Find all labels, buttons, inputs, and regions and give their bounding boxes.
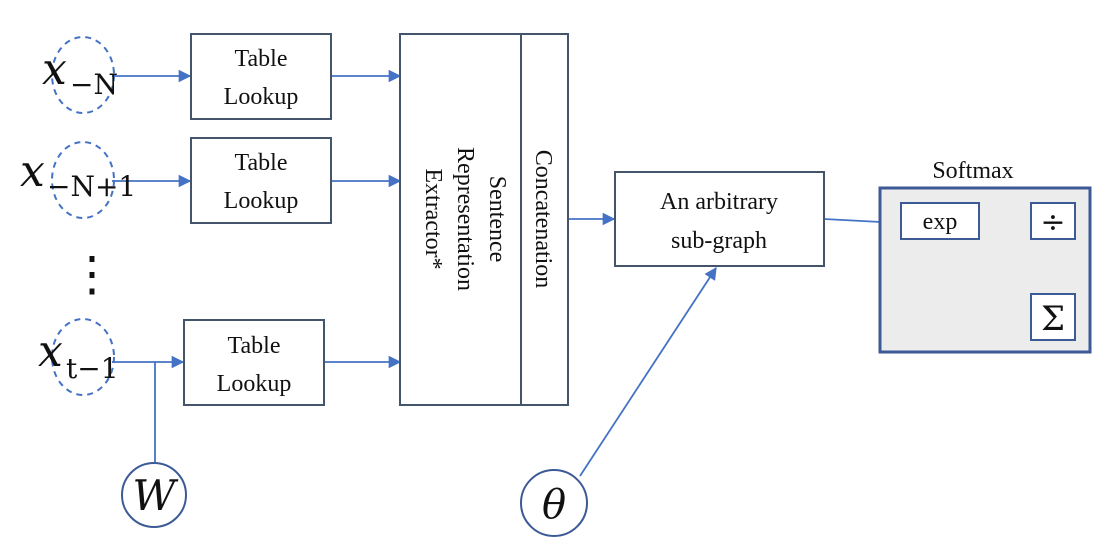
divide-box — [1030, 202, 1076, 240]
softmax-title: Softmax — [932, 158, 1013, 184]
var-base: x — [20, 146, 45, 197]
dashed-circle — [51, 36, 115, 114]
sentence-representation-extractor: Sentence Representation Extractor* — [399, 33, 522, 406]
lookup-box — [190, 33, 332, 120]
concatenation-label: Concatenation — [530, 150, 556, 289]
var-subscript: −N+1 — [47, 170, 136, 203]
edge-theta-to-subgraph — [579, 266, 717, 477]
input-x-t-minus-1: x t−1 — [38, 318, 119, 396]
dashed-circle — [51, 318, 115, 396]
table-lookup-2: Table Lookup — [190, 137, 332, 224]
var-subscript: t−1 — [66, 352, 119, 385]
param-w-label: W — [132, 471, 179, 520]
dashed-circle — [51, 141, 115, 219]
lookup-line1: Table — [228, 333, 281, 359]
param-theta: θ — [520, 469, 588, 537]
param-w: W — [121, 462, 187, 528]
ellipsis-vertical: ⋮ — [68, 246, 116, 302]
extractor-line3: Extractor* — [420, 168, 446, 269]
extractor-line1: Sentence — [484, 176, 510, 263]
lookup-line2: Lookup — [224, 84, 299, 110]
var-base: x — [42, 44, 67, 95]
lookup-line1: Table — [235, 150, 288, 176]
sum-icon: Σ — [1041, 299, 1065, 339]
lookup-line1: Table — [235, 46, 288, 72]
extractor-line2: Representation — [452, 147, 478, 291]
subgraph-box — [614, 171, 825, 267]
var-base: x — [38, 326, 63, 377]
exp-box — [900, 202, 980, 240]
param-circle — [520, 469, 588, 537]
subgraph-line1: An arbitrary — [660, 189, 778, 215]
param-theta-label: θ — [542, 482, 566, 528]
table-lookup-3: Table Lookup — [183, 319, 325, 406]
input-x-neg-n: x −N — [42, 36, 118, 114]
concatenation-block: Concatenation — [520, 33, 569, 406]
var-subscript: −N — [70, 68, 118, 101]
lookup-line2: Lookup — [217, 371, 292, 397]
exp-label: exp — [923, 209, 958, 235]
lookup-box — [183, 319, 325, 406]
lookup-line2: Lookup — [224, 188, 299, 214]
divide-icon: ÷ — [1040, 205, 1065, 240]
table-lookup-1: Table Lookup — [190, 33, 332, 120]
param-circle — [121, 462, 187, 528]
sum-box — [1030, 293, 1076, 341]
softmax-block: Softmax exp ÷ Σ — [878, 158, 1092, 354]
subgraph-line2: sub-graph — [671, 228, 767, 254]
concatenation-box — [520, 33, 569, 406]
lookup-box — [190, 137, 332, 224]
input-x-neg-n-plus-1: x −N+1 — [20, 141, 136, 219]
arbitrary-subgraph: An arbitrary sub-graph — [614, 171, 825, 267]
